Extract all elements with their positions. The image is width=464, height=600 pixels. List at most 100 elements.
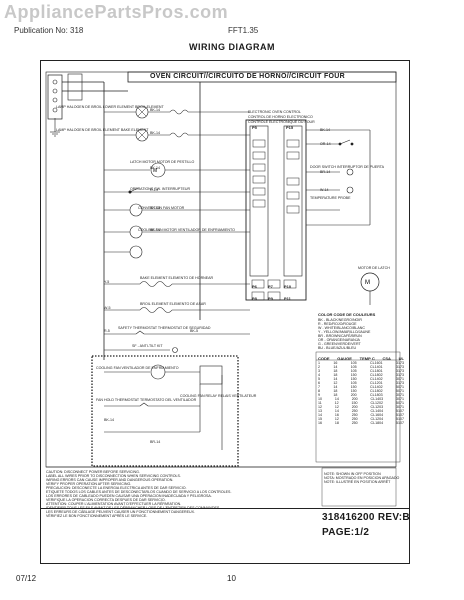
eoc-label-1: ELECTRONIC OVEN CONTROL: [248, 110, 301, 114]
gauge-cell: 150: [350, 377, 357, 381]
gauge-cell: 5071: [395, 385, 404, 389]
gauge-cell: 15: [318, 417, 322, 421]
wire-label: BK-14: [150, 206, 160, 210]
color-legend-item: Y - YELLOW/AMARILLO/JAUNE: [318, 330, 371, 334]
caution-line: ATTENTION: COUPER L'ALIMENTATION AVANT D…: [46, 502, 182, 506]
gauge-cell: 14: [333, 377, 338, 381]
gauge-cell: CL1203: [370, 405, 384, 409]
page-label: PAGE:1/2: [322, 527, 370, 538]
door-switch-label: DOOR SWITCH INTERRUPTOR DE PUERTA: [310, 165, 385, 169]
color-legend-item: BR - BROWN/CAFÉ/BRUN: [318, 334, 362, 338]
gauge-cell: 16: [318, 421, 322, 425]
color-legend-item: R - RED/ROJO/ROUGE: [318, 322, 357, 326]
model-header: FFT1.35: [228, 26, 259, 35]
wire-label: W-5: [104, 306, 111, 310]
gauge-cell: 18: [333, 369, 338, 373]
gauge-cell: 18: [333, 373, 338, 377]
gauge-cell: CL1803: [370, 393, 383, 397]
gauge-cell: 16: [333, 361, 338, 365]
gauge-cell: 12: [334, 417, 339, 421]
convection-motor: [104, 203, 250, 217]
gauge-cell: CL1802: [370, 389, 383, 393]
wiring-schematic: M: [45, 71, 401, 507]
watermark-text: AppliancePartsPros.com: [4, 2, 229, 22]
gauge-header-cell: TEMP C: [359, 356, 375, 361]
latch-motor-right: M: [360, 272, 380, 305]
gauge-cell: 150: [350, 373, 357, 377]
gauge-cell: CL1201: [370, 381, 383, 385]
gauge-cell: CL1404: [370, 409, 384, 413]
note-line: NOTE: ILLUSTRÉ EN POSITION ARRÊT: [324, 480, 391, 484]
door-switch: [338, 139, 354, 146]
broil-element-label: BROIL ELEMENT ELEMENTO DE ASAR: [140, 302, 206, 306]
footer-date: 07/12: [16, 574, 37, 583]
gauge-cell: CL1402: [370, 377, 383, 381]
wiring-diagram-title: WIRING DIAGRAM: [189, 42, 275, 52]
caution-line: PRECAUCION: DESCONECTE LA ENERGIA ELECTR…: [46, 486, 187, 490]
gauge-cell: 105: [350, 381, 357, 385]
gauge-cell: 16: [334, 413, 339, 417]
pin-p6: P6: [252, 284, 257, 289]
gauge-cell: 8: [318, 389, 320, 393]
cooling-fan-label: COOLING FAN VENTILADOR DE ENFRIAMIENTO: [96, 366, 179, 370]
notes-block: NOTE: SHOWN IN OFF POSITION NOTA: MOSTRA…: [324, 472, 408, 484]
pin-p8: P8: [252, 296, 257, 301]
gauge-header-cell: CODE: [318, 356, 330, 361]
gauge-header-cell: CSA: [382, 356, 391, 361]
gauge-cell: 250: [351, 413, 358, 417]
caution-line: ETIQUETE TODOS LOS CABLES ANTES DE DESCO…: [46, 490, 232, 494]
wire-label: BR-14: [150, 440, 161, 444]
pin-p9: P9: [268, 296, 273, 301]
caution-line: VÉRIFIEZ LE BON FONCTIONNEMENT APRÈS LE …: [46, 514, 148, 518]
operations-switch: [104, 187, 250, 194]
gauge-cell: 11: [318, 401, 322, 405]
gauge-cell: 3173: [395, 381, 404, 385]
gauge-cell: 14: [334, 409, 339, 413]
gauge-cell: CL1202: [370, 401, 384, 405]
gauge-cell: 3173: [395, 361, 404, 365]
gauge-cell: 14: [333, 385, 338, 389]
pin-p7: P7: [268, 284, 273, 289]
gauge-cell: 6: [318, 381, 320, 385]
color-legend-item: G - GREEN/VERDE/VERT: [318, 342, 361, 346]
gauge-cell: 12: [334, 405, 339, 409]
gauge-cell: 5107: [395, 421, 404, 425]
color-legend-title: COLOR CODE DE COULEURS: [318, 312, 376, 317]
gauge-cell: 18: [334, 421, 339, 425]
eoc-label-3: CONTRÔLE ÉLECTRONIQUE DU FOUR: [248, 120, 315, 124]
gauge-cell: CL1601: [370, 361, 383, 365]
gauge-cell: 150: [351, 401, 358, 405]
wire-label: OR-14: [320, 142, 331, 146]
gauge-cell: 3: [318, 369, 320, 373]
gauge-cell: 250: [351, 409, 358, 413]
pin-p10: P10: [284, 284, 292, 289]
gauge-cell: CL1604: [370, 413, 384, 417]
gauge-cell: 12: [333, 381, 338, 385]
wire-label: BR-14: [320, 170, 331, 174]
caution-block: CAUTION: DISCONNECT POWER BEFORE SERVICI…: [46, 470, 316, 518]
caution-line: CAUTION: DISCONNECT POWER BEFORE SERVICI…: [46, 470, 140, 474]
wire-label: BK-14: [150, 108, 160, 112]
latch-motor-label: LATCH MOTOR MOTOR DE PESTILLO: [130, 160, 195, 164]
bake-element-label: BAKE ELEMENT ELEMENTO DE HORNEAR: [140, 276, 214, 280]
gauge-cell: 105: [350, 361, 357, 365]
cooling-fan-motor-top: [104, 225, 250, 259]
anti-tilt-label: SF - ANTI-TILT KIT: [132, 344, 163, 348]
wire-label: R-14: [150, 188, 158, 192]
lamp-label-2: LAMP HALOGEN DE BROIL ELEMENT BAKE ELEME…: [56, 128, 149, 132]
gauge-cell: 3071: [395, 393, 404, 397]
pin-p15: P15: [286, 125, 294, 130]
temperature-probe: [346, 168, 354, 194]
gauge-cell: 150: [350, 385, 357, 389]
wire-label: BK-14: [320, 128, 330, 132]
gauge-cell: 3173: [395, 369, 404, 373]
caution-line: LES ERREURS DE CÂBLAGE PEUVENT CAUSER UN…: [46, 510, 196, 514]
gauge-cell: 3071: [395, 397, 404, 401]
